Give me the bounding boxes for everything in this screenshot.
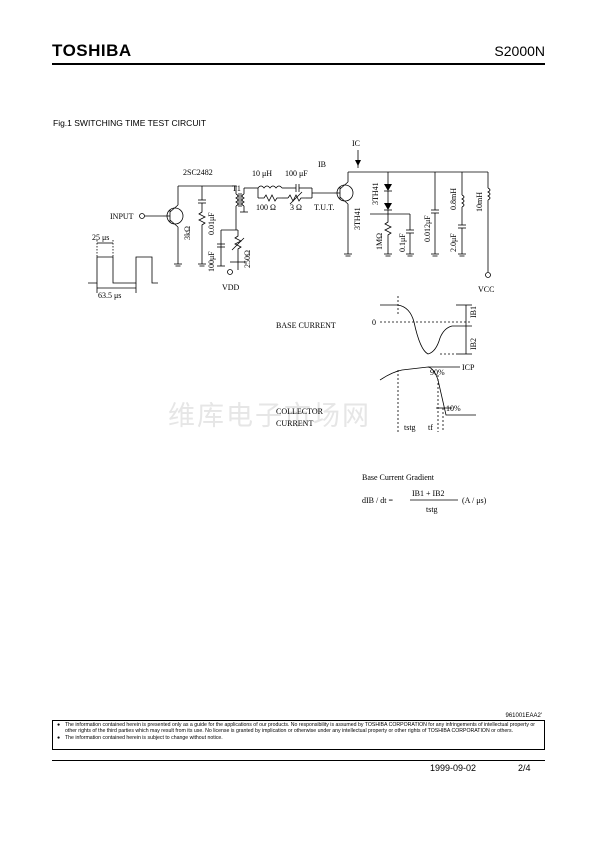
brand-logo: TOSHIBA — [52, 41, 132, 60]
label-ib2: IB2 — [469, 338, 478, 350]
label-1m: 1MΩ — [375, 233, 384, 250]
transformer-secondary — [241, 193, 245, 207]
label-3k: 3kΩ — [183, 226, 192, 240]
label-base-current: BASE CURRENT — [276, 321, 336, 330]
label-current: CURRENT — [276, 419, 313, 428]
label-0.012uF: 0.012μF — [423, 215, 432, 242]
bullet-icon: ● — [57, 734, 61, 741]
label-t1: T1 — [232, 184, 241, 193]
label-pulse-width: 25 μs — [92, 233, 109, 242]
watermark: 维库电子市场网 — [168, 401, 371, 432]
figure-title: Fig.1 SWITCHING TIME TEST CIRCUIT — [53, 118, 207, 128]
label-90-percent: 90% — [430, 368, 445, 377]
label-vcc: VCC — [478, 285, 494, 294]
inductor-0.8mH — [461, 194, 465, 208]
label-tstg: tstg — [404, 423, 416, 432]
header-rule — [52, 63, 545, 65]
footer-date: 1999-09-02 — [430, 763, 477, 773]
diode-3th41-2 — [384, 203, 392, 210]
notice-text: The information contained herein is subj… — [65, 734, 223, 741]
label-250-ohm: 250Ω — [243, 250, 252, 268]
gradient-unit: (A / μs) — [462, 496, 487, 505]
notice-text: The information contained herein is pres… — [65, 722, 535, 735]
gradient-lhs: dIB / dt = — [362, 496, 393, 505]
label-vdd: VDD — [222, 283, 240, 292]
label-0.1uF: 0.1μF — [398, 233, 407, 252]
label-ib: IB — [318, 160, 326, 169]
part-number: S2000N — [494, 43, 545, 59]
footer-rule — [52, 760, 545, 761]
label-3th41-b: 3TH41 — [371, 182, 380, 205]
input-pulse-waveform — [88, 256, 158, 284]
label-ic: IC — [352, 139, 360, 148]
notice-item: ● The information contained herein is pr… — [57, 722, 540, 735]
base-current-waveform — [380, 304, 472, 355]
label-3-ohm: 3 Ω — [290, 203, 302, 212]
label-icp: ICP — [462, 363, 475, 372]
bullet-icon: ● — [57, 722, 61, 728]
label-2.0uF: 2.0μF — [449, 233, 458, 252]
diode-3th41-1 — [384, 184, 392, 191]
label-10uH: 10 μH — [252, 169, 272, 178]
notice-item: ● The information contained herein is su… — [57, 735, 540, 741]
label-0.8mH: 0.8mH — [449, 188, 458, 210]
page-number: 2/4 — [518, 763, 531, 773]
document-code: 961001EAA2' — [505, 713, 542, 719]
inductor-10mH — [487, 187, 491, 201]
label-10mH: 10mH — [475, 192, 484, 212]
label-0.01uF: 0.01μF — [207, 212, 216, 235]
inductor-10uH — [257, 185, 283, 189]
label-pulse-period: 63.5 μs — [98, 291, 121, 300]
gradient-denominator: tstg — [426, 505, 438, 514]
gradient-title: Base Current Gradient — [362, 473, 435, 482]
label-10-percent: 10% — [446, 404, 461, 413]
label-input: INPUT — [110, 212, 134, 221]
transformer-primary — [235, 193, 239, 207]
resistor-3-ohm — [287, 194, 306, 202]
collector-current-waveform — [379, 366, 476, 416]
vcc-terminal — [485, 272, 491, 278]
label-tut: T.U.T. — [314, 203, 334, 212]
label-collector: COLLECTOR — [276, 407, 324, 416]
resistor-100-ohm — [258, 194, 282, 202]
label-3th41-a: 3TH41 — [353, 207, 362, 230]
label-100-ohm: 100 Ω — [256, 203, 276, 212]
legal-notice-box: ● The information contained herein is pr… — [52, 720, 545, 750]
label-100uF: 100μF — [207, 251, 216, 272]
label-ib1: IB1 — [469, 306, 478, 318]
label-zero: 0 — [372, 318, 376, 327]
label-100uF-b: 100 μF — [285, 169, 308, 178]
label-2sc2482: 2SC2482 — [183, 168, 213, 177]
label-tf: tf — [428, 423, 433, 432]
gradient-numerator: IB1 + IB2 — [412, 489, 445, 498]
